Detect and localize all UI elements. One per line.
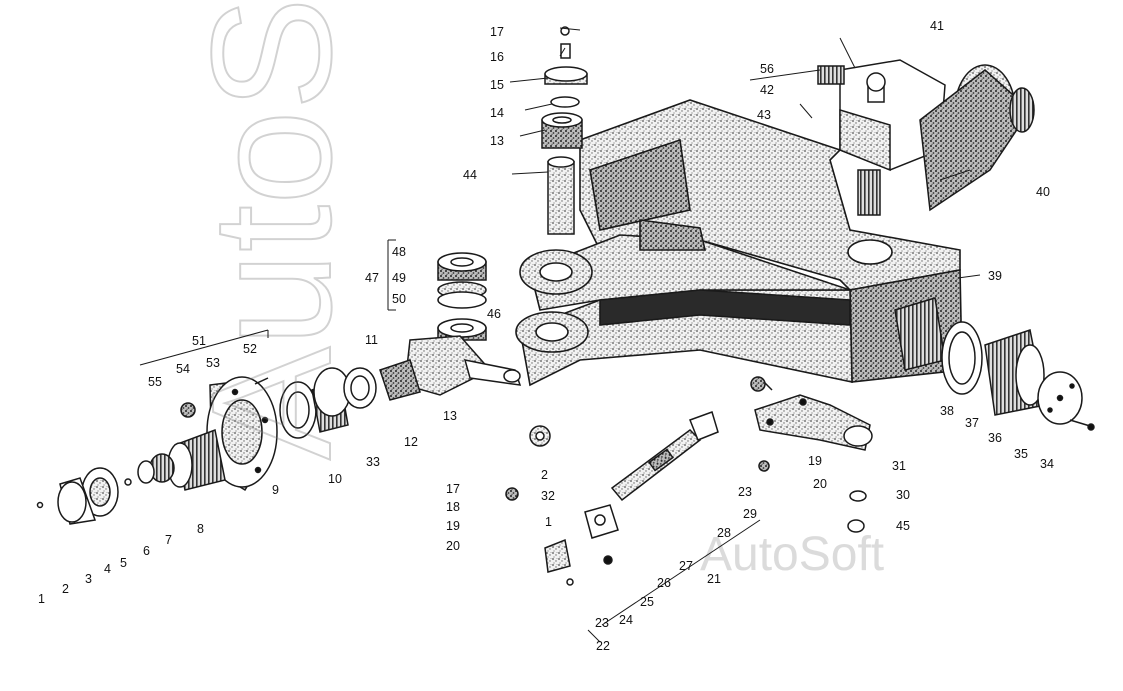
label-25: 25	[640, 595, 654, 609]
steering-knuckle	[379, 335, 522, 401]
label-2: 2	[62, 582, 69, 596]
label-18: 18	[446, 500, 460, 514]
watermark-small: AutoSoft	[700, 528, 884, 581]
label-34: 34	[1040, 457, 1054, 471]
bearings-set	[279, 367, 377, 439]
label-32: 32	[541, 489, 555, 503]
label-39: 39	[988, 269, 1002, 283]
label-30: 30	[896, 488, 910, 502]
king-pin-stack	[541, 26, 588, 235]
label-49: 49	[392, 271, 406, 285]
label-38: 38	[940, 404, 954, 418]
label-35: 35	[1014, 447, 1028, 461]
label-10: 10	[328, 472, 342, 486]
label-20b: 20	[813, 477, 827, 491]
watermark: AutoSoft	[176, 0, 368, 461]
label-5: 5	[120, 556, 127, 570]
label-15: 15	[490, 78, 504, 92]
label-3: 3	[85, 572, 92, 586]
label-21: 21	[707, 572, 721, 586]
label-14: 14	[490, 106, 504, 120]
label-13b: 13	[490, 134, 504, 148]
steering-box	[817, 59, 946, 216]
label-20a: 20	[446, 539, 460, 553]
label-17b: 17	[446, 482, 460, 496]
label-12: 12	[404, 435, 418, 449]
label-29: 29	[743, 507, 757, 521]
label-44: 44	[463, 168, 477, 182]
label-9: 9	[272, 483, 279, 497]
tie-rod-linkage	[529, 376, 773, 586]
label-45: 45	[896, 519, 910, 533]
arm-eyes	[515, 239, 893, 353]
label-55: 55	[148, 375, 162, 389]
part-labels: 1 2 3 4 5 6 7 8 9 10 11 12 13 13 14 15 1…	[38, 19, 1054, 653]
shim-stack	[437, 252, 487, 341]
label-37: 37	[965, 416, 979, 430]
label-1: 1	[38, 592, 45, 606]
label-8: 8	[197, 522, 204, 536]
label-31: 31	[892, 459, 906, 473]
label-17a: 17	[490, 25, 504, 39]
hub-cap-parts	[36, 453, 175, 525]
left-hub	[167, 376, 278, 492]
label-48: 48	[392, 245, 406, 259]
label-23a: 23	[595, 616, 609, 630]
right-shaft-parts	[894, 297, 1095, 431]
label-33: 33	[366, 455, 380, 469]
label-19a: 19	[446, 519, 460, 533]
label-46: 46	[487, 307, 501, 321]
label-26: 26	[657, 576, 671, 590]
steering-arm	[505, 394, 873, 533]
label-27: 27	[679, 559, 693, 573]
label-36: 36	[988, 431, 1002, 445]
label-53: 53	[206, 356, 220, 370]
leader-lines	[139, 27, 981, 643]
label-13a: 13	[443, 409, 457, 423]
watermark-large: AutoSoft	[177, 0, 367, 460]
label-4: 4	[104, 562, 111, 576]
label-43: 43	[757, 108, 771, 122]
label-11: 11	[365, 333, 378, 347]
label-52: 52	[243, 342, 257, 356]
label-19b: 19	[808, 454, 822, 468]
label-41: 41	[930, 19, 944, 33]
label-40: 40	[1036, 185, 1050, 199]
label-50: 50	[392, 292, 406, 306]
label-7: 7	[165, 533, 172, 547]
label-51: 51	[192, 334, 206, 348]
label-47: 47	[365, 271, 379, 285]
label-22: 22	[596, 639, 610, 653]
label-54: 54	[176, 362, 190, 376]
right-hub-flange	[919, 64, 1035, 212]
label-1b: 1	[545, 515, 552, 529]
label-23b: 23	[738, 485, 752, 499]
label-56: 56	[760, 62, 774, 76]
label-16: 16	[490, 50, 504, 64]
label-6: 6	[143, 544, 150, 558]
label-28: 28	[717, 526, 731, 540]
label-24: 24	[619, 613, 633, 627]
label-42: 42	[760, 83, 774, 97]
label-2b: 2	[541, 468, 548, 482]
